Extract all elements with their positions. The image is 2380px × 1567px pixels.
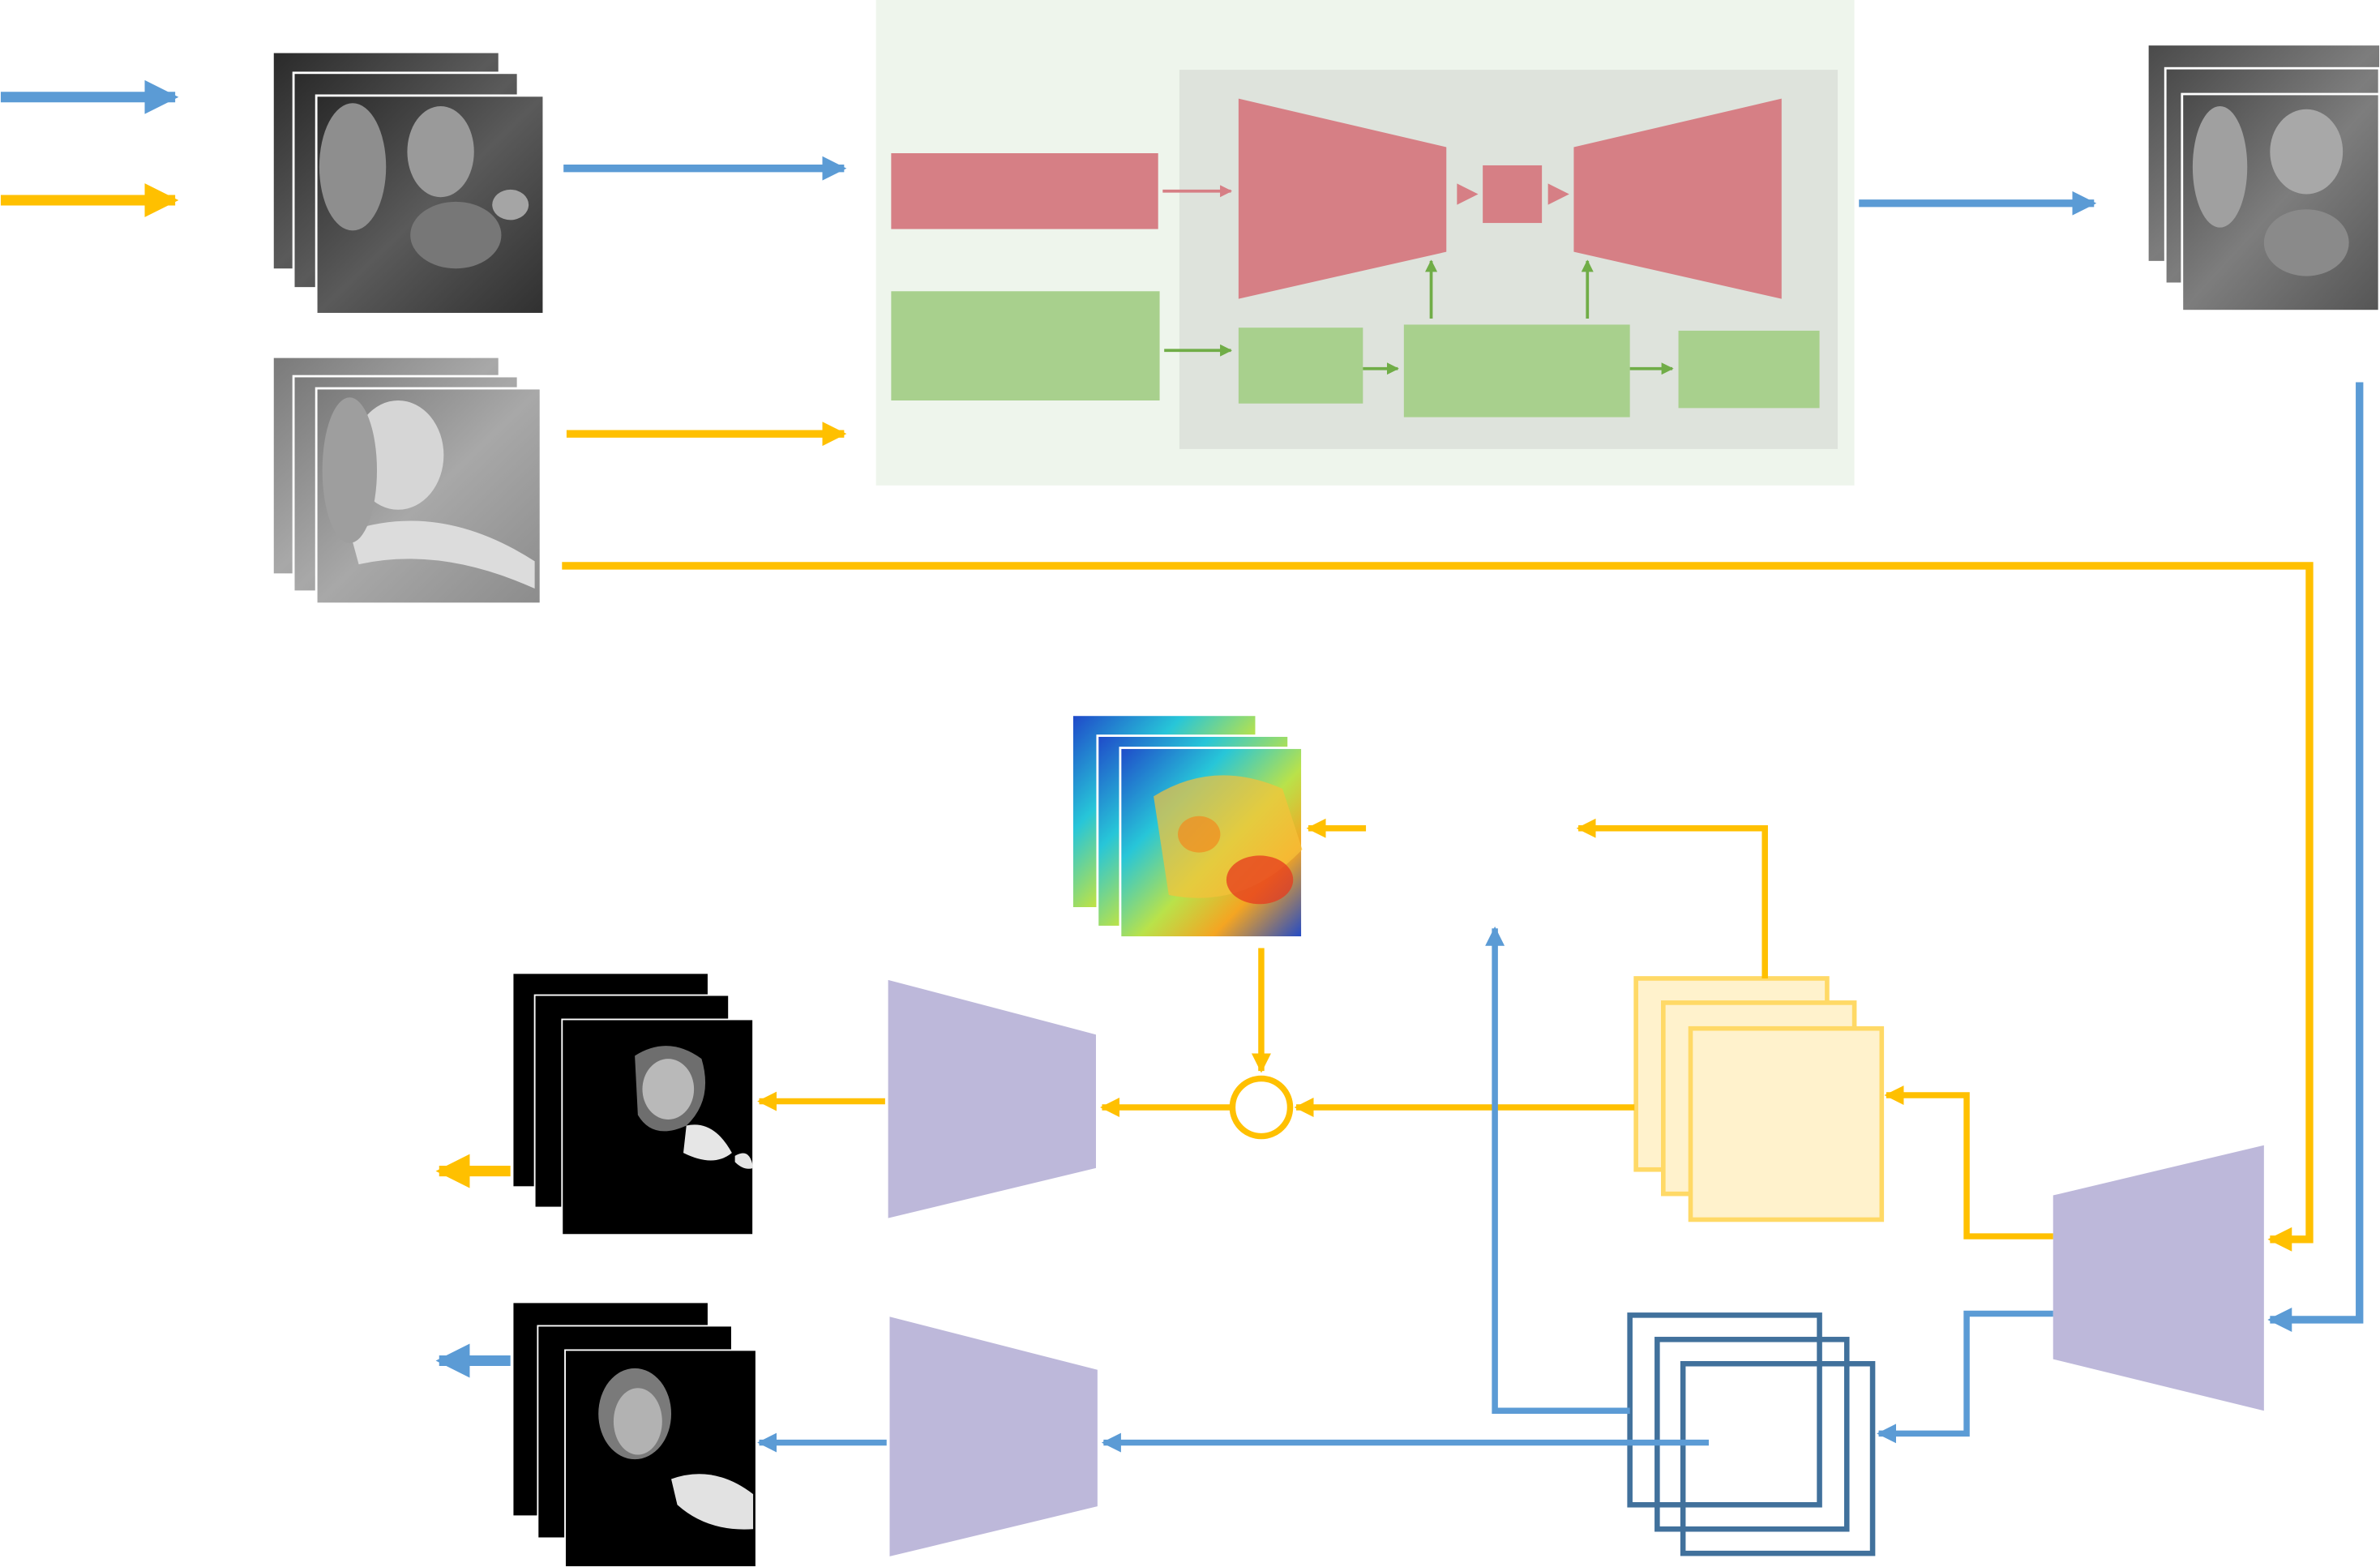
encoder-to-bottleneck-arrowhead [1457,183,1479,205]
target-feature-stack [1633,976,1885,1222]
source-segmentation-decoder [889,1317,1098,1556]
style-encoder-block [1238,328,1363,404]
encoder-trapezoid [1238,98,1447,299]
style-mapping-block [1403,324,1630,417]
style-output-block [1678,330,1820,409]
orange-path-target-to-segmenter [562,562,2314,1252]
source-mri-stack [273,53,546,315]
arrow-encoder-to-orange-features [1884,1085,2053,1239]
source-mask-stack [513,1303,757,1567]
uncertainty-heatmap-stack [1072,716,1303,939]
arrow-blue-features-up [1485,926,1630,1415]
style-input-block [891,291,1160,401]
fusion-node [1229,1075,1294,1140]
shared-segmentation-encoder [2053,1145,2264,1411]
target-segmentation-decoder [888,979,1096,1218]
generator-panel [875,0,1855,486]
translated-mri-stack [2148,45,2380,313]
target-mri-stack [273,357,542,606]
blue-path-translated-to-segmenter [2267,382,2364,1332]
arrow-orange-features-up [1576,818,1768,978]
decoder-trapezoid [1573,98,1782,299]
target-mask-stack [513,974,755,1236]
legend [0,79,179,217]
source-feature-stack [1627,1312,1876,1556]
arrow-encoder-to-blue-features [1877,1310,2053,1444]
bottleneck-to-decoder-arrowhead [1547,183,1569,205]
content-input-block [891,152,1158,229]
bottleneck-block [1483,165,1543,224]
